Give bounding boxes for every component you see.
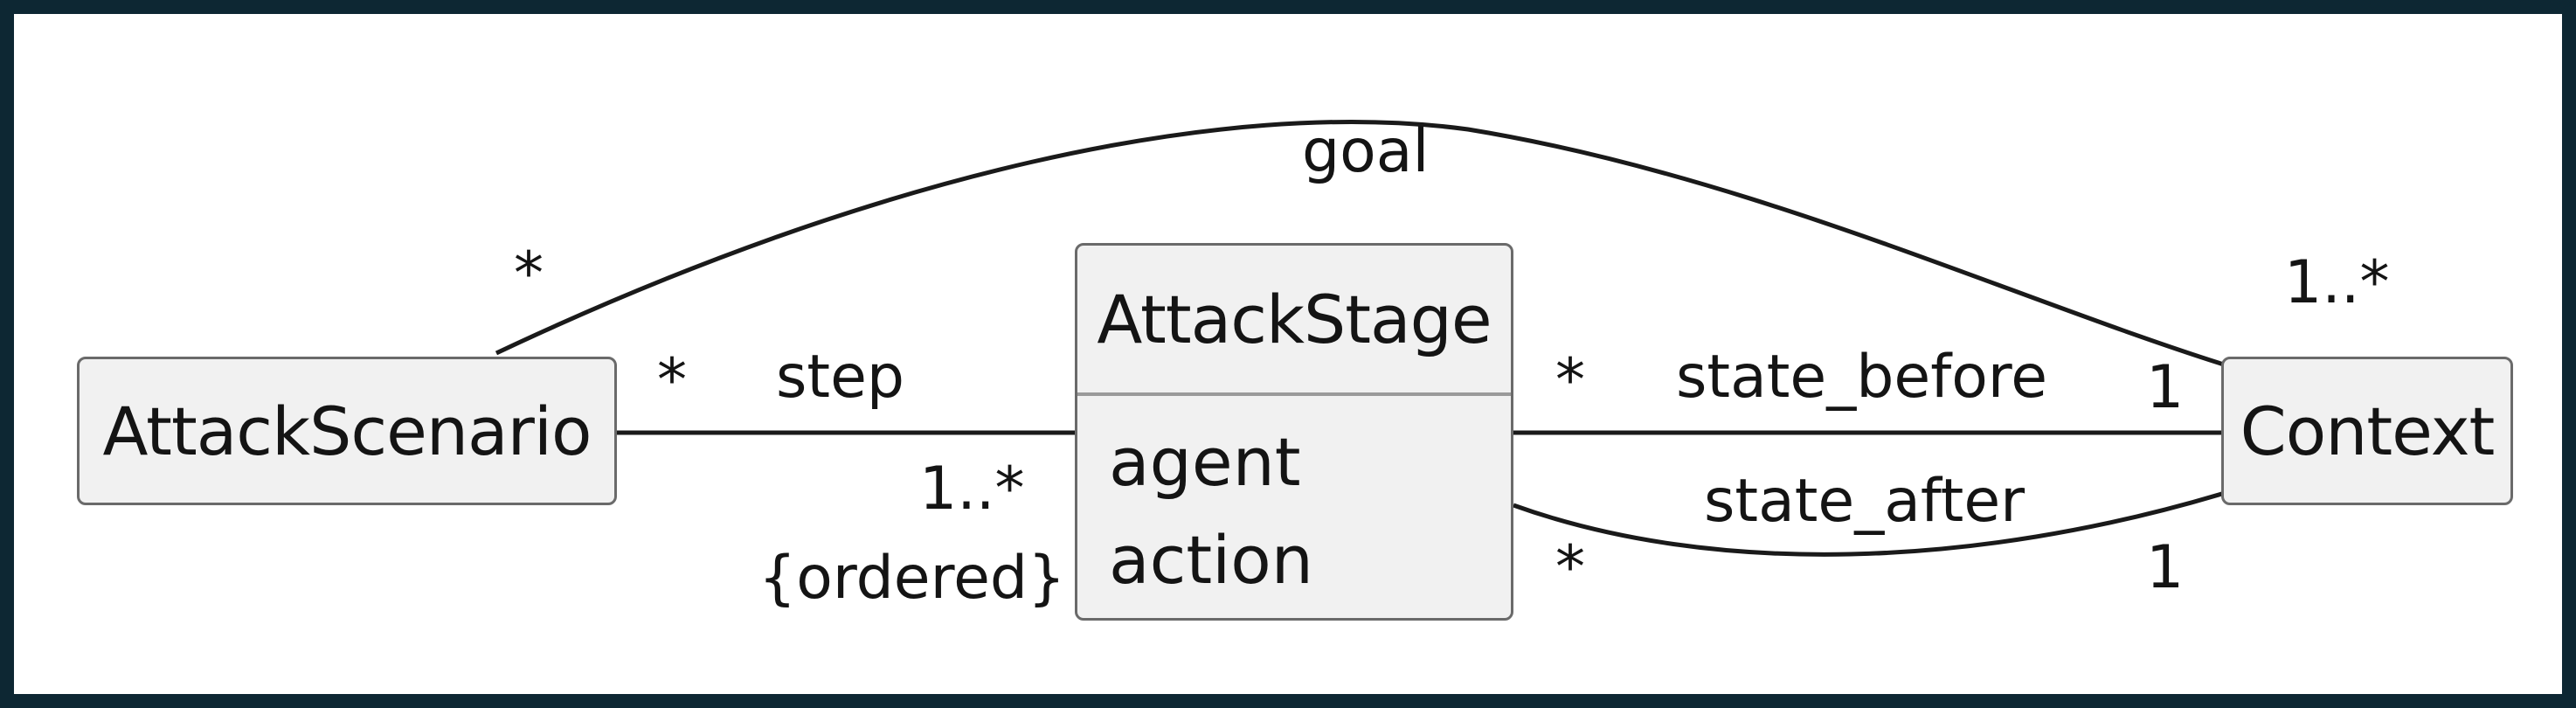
goal-association-line	[495, 120, 2227, 368]
class-attackstage-name: AttackStage	[1097, 280, 1492, 358]
state-after-label: state_after	[1704, 467, 2025, 536]
class-attackstage-divider	[1077, 392, 1511, 396]
class-attackstage[interactable]: AttackStage agent action	[1075, 243, 1513, 621]
attribute-action: action	[1109, 521, 1313, 599]
class-attackscenario-name: AttackScenario	[102, 392, 592, 470]
goal-label: goal	[1302, 117, 1430, 186]
goal-target-multiplicity: 1..*	[2284, 248, 2390, 317]
state-after-association-line	[1513, 490, 2226, 557]
attribute-agent: agent	[1109, 423, 1301, 501]
state-before-label: state_before	[1676, 343, 2048, 412]
step-ordered-constraint: {ordered}	[758, 544, 1066, 613]
class-attackscenario[interactable]: AttackScenario	[77, 357, 617, 505]
state-before-target-multiplicity: 1	[2146, 353, 2185, 422]
state-before-source-multiplicity: *	[1555, 346, 1585, 415]
class-context[interactable]: Context	[2221, 357, 2513, 505]
step-source-multiplicity: *	[657, 346, 687, 415]
class-context-name: Context	[2240, 392, 2496, 470]
step-label: step	[776, 343, 905, 412]
step-target-multiplicity: 1..*	[919, 455, 1025, 524]
class-attackstage-attributes: agent action	[1077, 396, 1511, 609]
goal-source-multiplicity: *	[514, 239, 544, 309]
state-after-source-multiplicity: *	[1555, 533, 1585, 602]
state-after-target-multiplicity: 1	[2146, 533, 2185, 602]
